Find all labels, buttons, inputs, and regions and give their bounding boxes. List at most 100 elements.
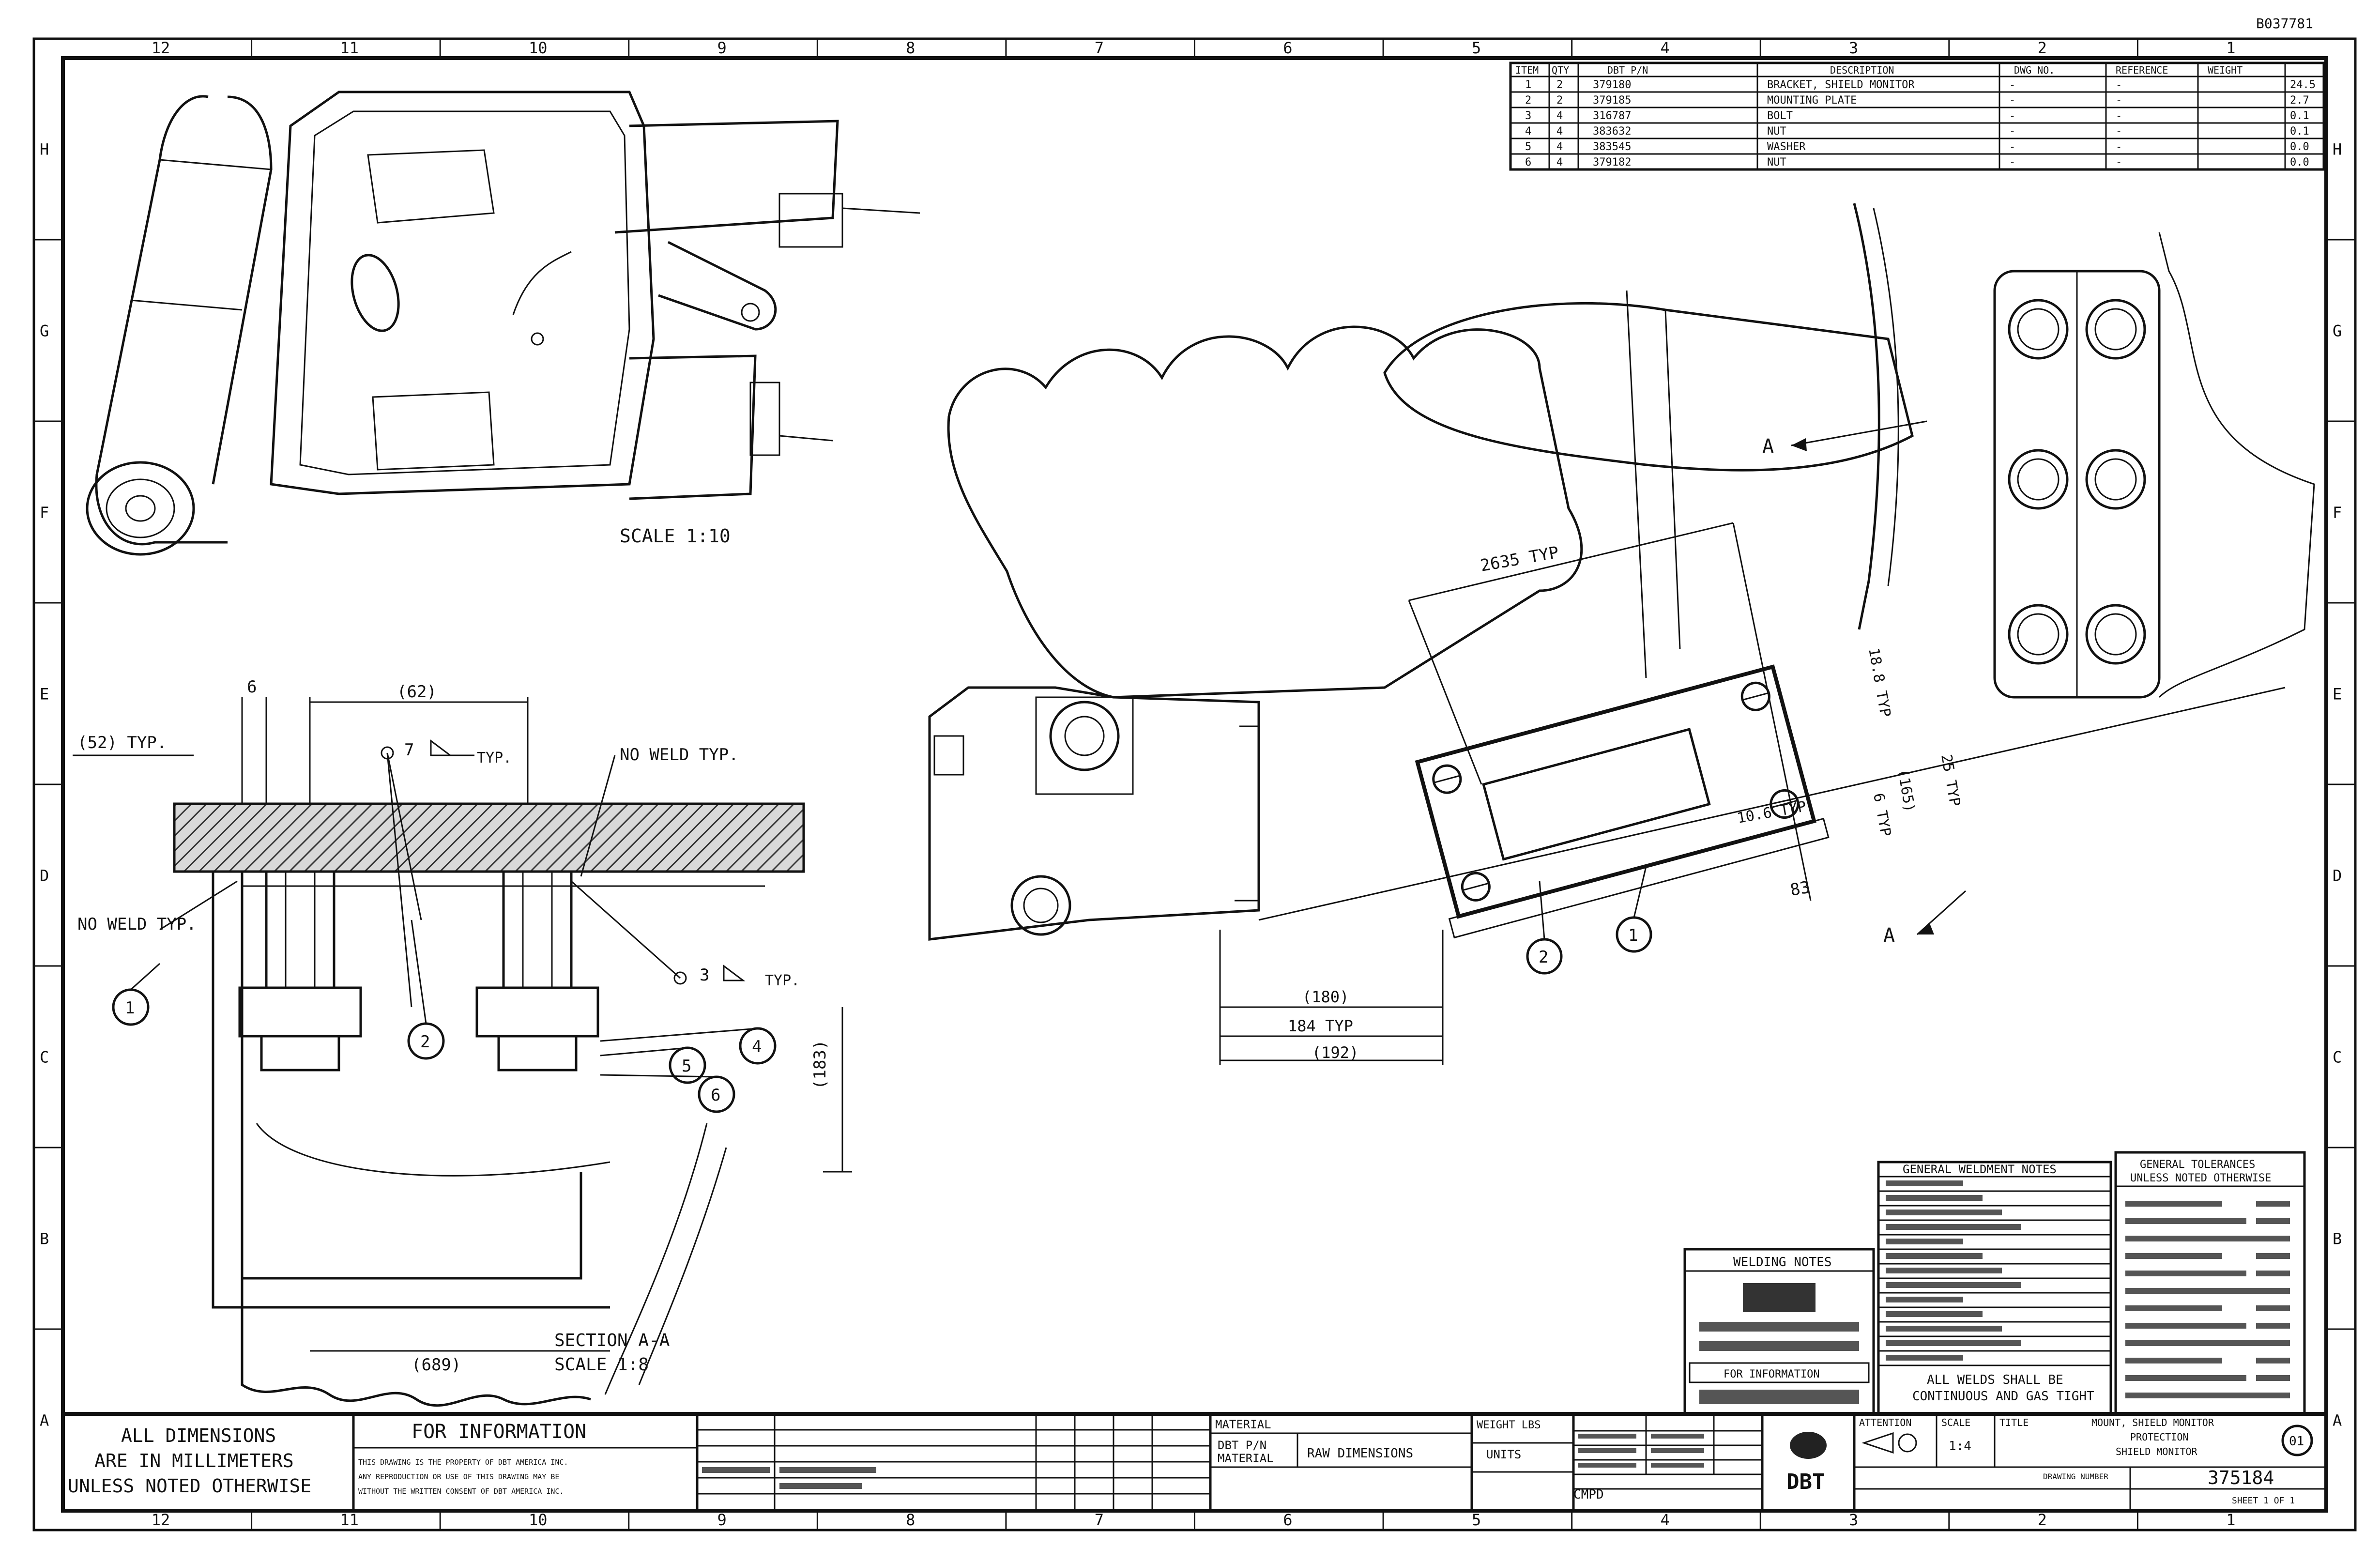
dim-183: (183)	[810, 1040, 830, 1089]
column-label: 8	[906, 39, 915, 57]
iso-scale-label: SCALE 1:10	[620, 525, 731, 547]
column-label: 6	[1283, 1511, 1292, 1529]
row-label: H	[2333, 140, 2342, 159]
bom-cell: 0.0	[2290, 156, 2309, 168]
section-plate-hatch	[173, 802, 805, 873]
dim-62: (62)	[397, 682, 437, 702]
bom-cell: MOUNTING PLATE	[1767, 94, 1857, 107]
section-marker-a-bottom: A	[1883, 924, 1895, 947]
weight-label: WEIGHT LBS	[1477, 1419, 1541, 1431]
title-block: ALL DIMENSIONS ARE IN MILLIMETERS UNLESS…	[61, 1412, 2328, 1513]
row-label: F	[2333, 504, 2342, 522]
revision-circle	[2281, 1424, 2313, 1456]
company-name: DBT	[1786, 1470, 1825, 1494]
column-label: 1	[2226, 1511, 2235, 1529]
bom-cell: 4	[1556, 156, 1563, 168]
bom-header: QTY	[1552, 64, 1569, 76]
welding-notes-title: WELDING NOTES	[1733, 1255, 1832, 1270]
bom-cell: 1	[1525, 79, 1531, 91]
row-label: G	[40, 322, 49, 340]
revision-value: 01	[2289, 1434, 2304, 1449]
bom-cell: 383545	[1593, 141, 1631, 153]
scale-value: 1:4	[1949, 1439, 1971, 1454]
bom-cell: -	[2009, 125, 2015, 138]
callout-main-2: 2	[1539, 948, 1548, 967]
bom-cell: -	[2009, 94, 2015, 107]
row-label: B	[2333, 1230, 2342, 1248]
column-label: 12	[152, 39, 170, 57]
no-weld-note-left: NO WELD TYP.	[77, 915, 197, 934]
bom-cell: 2	[1525, 94, 1531, 107]
bom-cell: -	[2116, 79, 2122, 91]
column-label: 2	[2038, 39, 2047, 57]
bom-cell: -	[2009, 79, 2015, 91]
callout-number: 4	[752, 1037, 762, 1057]
units-note-1: ALL DIMENSIONS	[121, 1425, 276, 1446]
column-label: 3	[1849, 39, 1858, 57]
bom-cell: -	[2009, 141, 2015, 153]
section-marker-a-top: A	[1762, 435, 1774, 458]
bom-cell: BRACKET, SHIELD MONITOR	[1767, 79, 1915, 91]
all-welds-note-2: CONTINUOUS AND GAS TIGHT	[1912, 1389, 2094, 1404]
bom-header: WEIGHT	[2208, 64, 2243, 76]
callout-number: 5	[682, 1057, 691, 1076]
callout-main-1: 1	[1628, 926, 1638, 945]
dbt-pn-label: DBT P/N	[1218, 1439, 1266, 1452]
proprietary-3: WITHOUT THE WRITTEN CONSENT OF DBT AMERI…	[358, 1487, 564, 1496]
row-label: A	[2333, 1411, 2342, 1430]
bom-header: DESCRIPTION	[1830, 64, 1894, 76]
callout-number: 6	[711, 1086, 720, 1105]
column-label: 2	[2038, 1511, 2047, 1529]
column-label: 8	[906, 1511, 915, 1529]
callout-number: 1	[125, 998, 135, 1018]
bom-cell: 4	[1556, 125, 1563, 138]
dim-6: 6	[247, 677, 257, 697]
column-label: 11	[340, 39, 359, 57]
bom-cell: -	[2116, 125, 2122, 138]
column-label: 1	[2226, 39, 2235, 57]
drawing-number: 375184	[2208, 1467, 2274, 1488]
no-weld-note-top: NO WELD TYP.	[620, 745, 739, 765]
sheet-number: SHEET 1 OF 1	[2232, 1496, 2295, 1506]
bom-cell: 0.0	[2290, 141, 2309, 153]
row-label: H	[40, 140, 49, 159]
weld-typ-label-2: TYP.	[765, 972, 800, 989]
dim-18-8-typ: 18.8 TYP	[1865, 646, 1894, 718]
drum-end	[86, 461, 195, 556]
dim-180: (180)	[1302, 988, 1349, 1006]
units-label: UNITS	[1486, 1448, 1521, 1461]
weld-size-7: 7	[404, 740, 414, 760]
dbt-logo-icon	[1790, 1432, 1827, 1459]
bom-cell: NUT	[1767, 125, 1786, 138]
bom-cell: 4	[1556, 110, 1563, 122]
bom-header: DWG NO.	[2014, 64, 2055, 76]
callout-number: 2	[420, 1032, 430, 1052]
isometric-view: SCALE 1:10	[86, 91, 920, 556]
drawing-number-label: DRAWING NUMBER	[2043, 1472, 2108, 1481]
column-label: 4	[1660, 39, 1669, 57]
row-label: D	[2333, 867, 2342, 885]
bom-cell: -	[2116, 156, 2122, 168]
bom-cell: WASHER	[1767, 141, 1806, 153]
doc-id-corner: B037781	[2256, 15, 2313, 31]
title-line-3: SHIELD MONITOR	[2116, 1446, 2198, 1457]
attention-label: ATTENTION	[1859, 1417, 1911, 1428]
for-information-label: FOR INFORMATION	[412, 1421, 586, 1443]
dim-52-typ: (52) TYP.	[77, 733, 167, 752]
column-label: 10	[529, 39, 548, 57]
column-label: 11	[340, 1511, 359, 1529]
bom-cell: 0.1	[2290, 125, 2309, 138]
bom-cell: 4	[1556, 141, 1563, 153]
material-value: MATERIAL	[1218, 1452, 1274, 1465]
proprietary-2: ANY REPRODUCTION OR USE OF THIS DRAWING …	[358, 1472, 559, 1481]
dim-83: 83	[1789, 877, 1812, 900]
column-label: 7	[1095, 39, 1104, 57]
bom-cell: 4	[1525, 125, 1531, 138]
bom-cell: 379180	[1593, 79, 1631, 91]
bom-cell: -	[2009, 110, 2015, 122]
bom-cell: 0.1	[2290, 110, 2309, 122]
